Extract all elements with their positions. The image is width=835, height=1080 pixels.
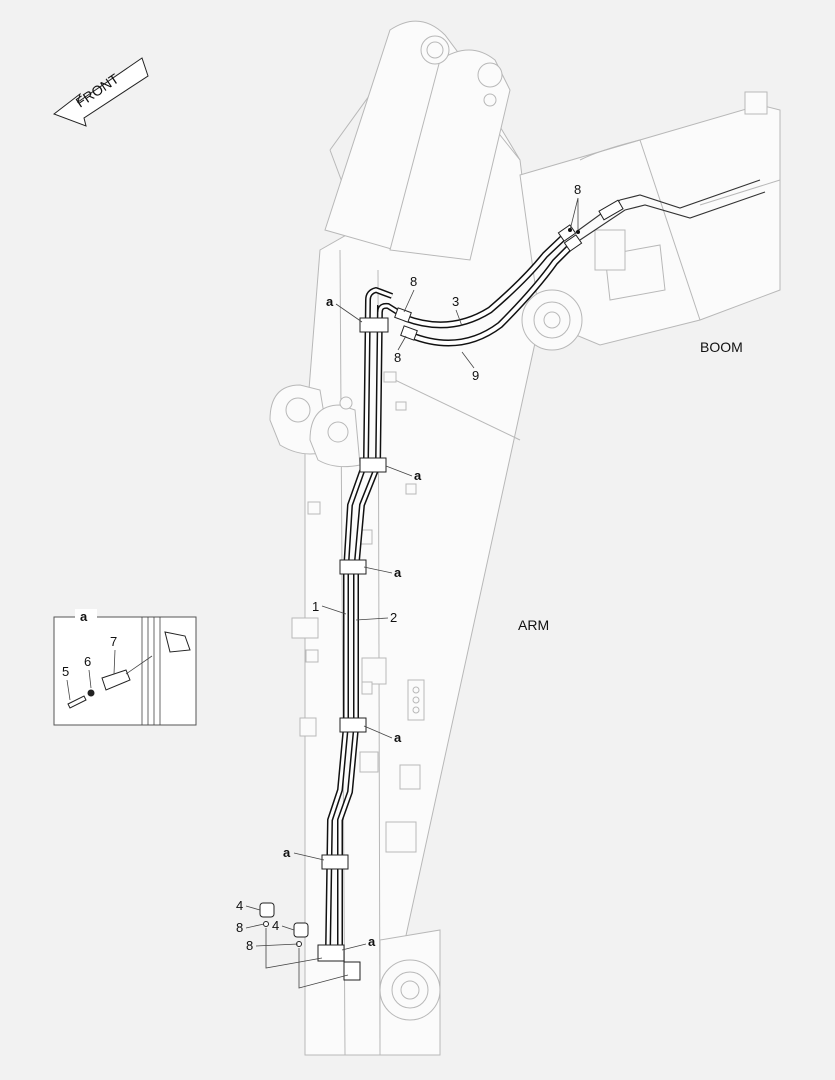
front-arrow: FRONT: [52, 57, 149, 127]
clamp: [339, 717, 367, 733]
clamp: [317, 944, 345, 962]
detail-callout-7: 7: [110, 634, 117, 649]
callout-a-4: a: [394, 730, 402, 745]
callout-8-lower: 8: [246, 938, 253, 953]
callout-8-boom: 8: [574, 182, 581, 197]
clamps: [317, 317, 389, 981]
callout-3: 3: [452, 294, 459, 309]
callout-8-mid: 8: [394, 350, 401, 365]
front-arrow-icon: [52, 57, 149, 127]
callout-a-2: a: [414, 468, 422, 483]
callout-9: 9: [472, 368, 479, 383]
clamp: [339, 559, 367, 575]
clamp: [359, 457, 387, 473]
callout-a-5: a: [283, 845, 291, 860]
arm-label: ARM: [518, 617, 549, 633]
callout-8-top: 8: [410, 274, 417, 289]
callout-1: 1: [312, 599, 319, 614]
detail-callout-6: 6: [84, 654, 91, 669]
hose-assembly: [394, 179, 766, 347]
clamp-plate-7: [101, 669, 131, 691]
clamp: [321, 854, 349, 870]
callout-2: 2: [390, 610, 397, 625]
callout-4-upper: 4: [236, 898, 243, 913]
callout-4-lower: 4: [272, 918, 279, 933]
callout-a-top: a: [326, 294, 334, 309]
callout-a-6: a: [368, 934, 376, 949]
detail-callout-5: 5: [62, 664, 69, 679]
callout-8-upper: 8: [236, 920, 243, 935]
callout-a-3: a: [394, 565, 402, 580]
arm-structure: [269, 20, 781, 1056]
clamp: [359, 317, 389, 333]
callouts: 1 2 3 9 8 8 8 4 8 4 8 a a a a a a: [236, 182, 581, 953]
bottom-fittings: [259, 902, 349, 989]
boom-label: BOOM: [700, 339, 743, 355]
detail-title: a: [80, 609, 88, 624]
detail-inset: a 5 6 7: [53, 609, 197, 726]
